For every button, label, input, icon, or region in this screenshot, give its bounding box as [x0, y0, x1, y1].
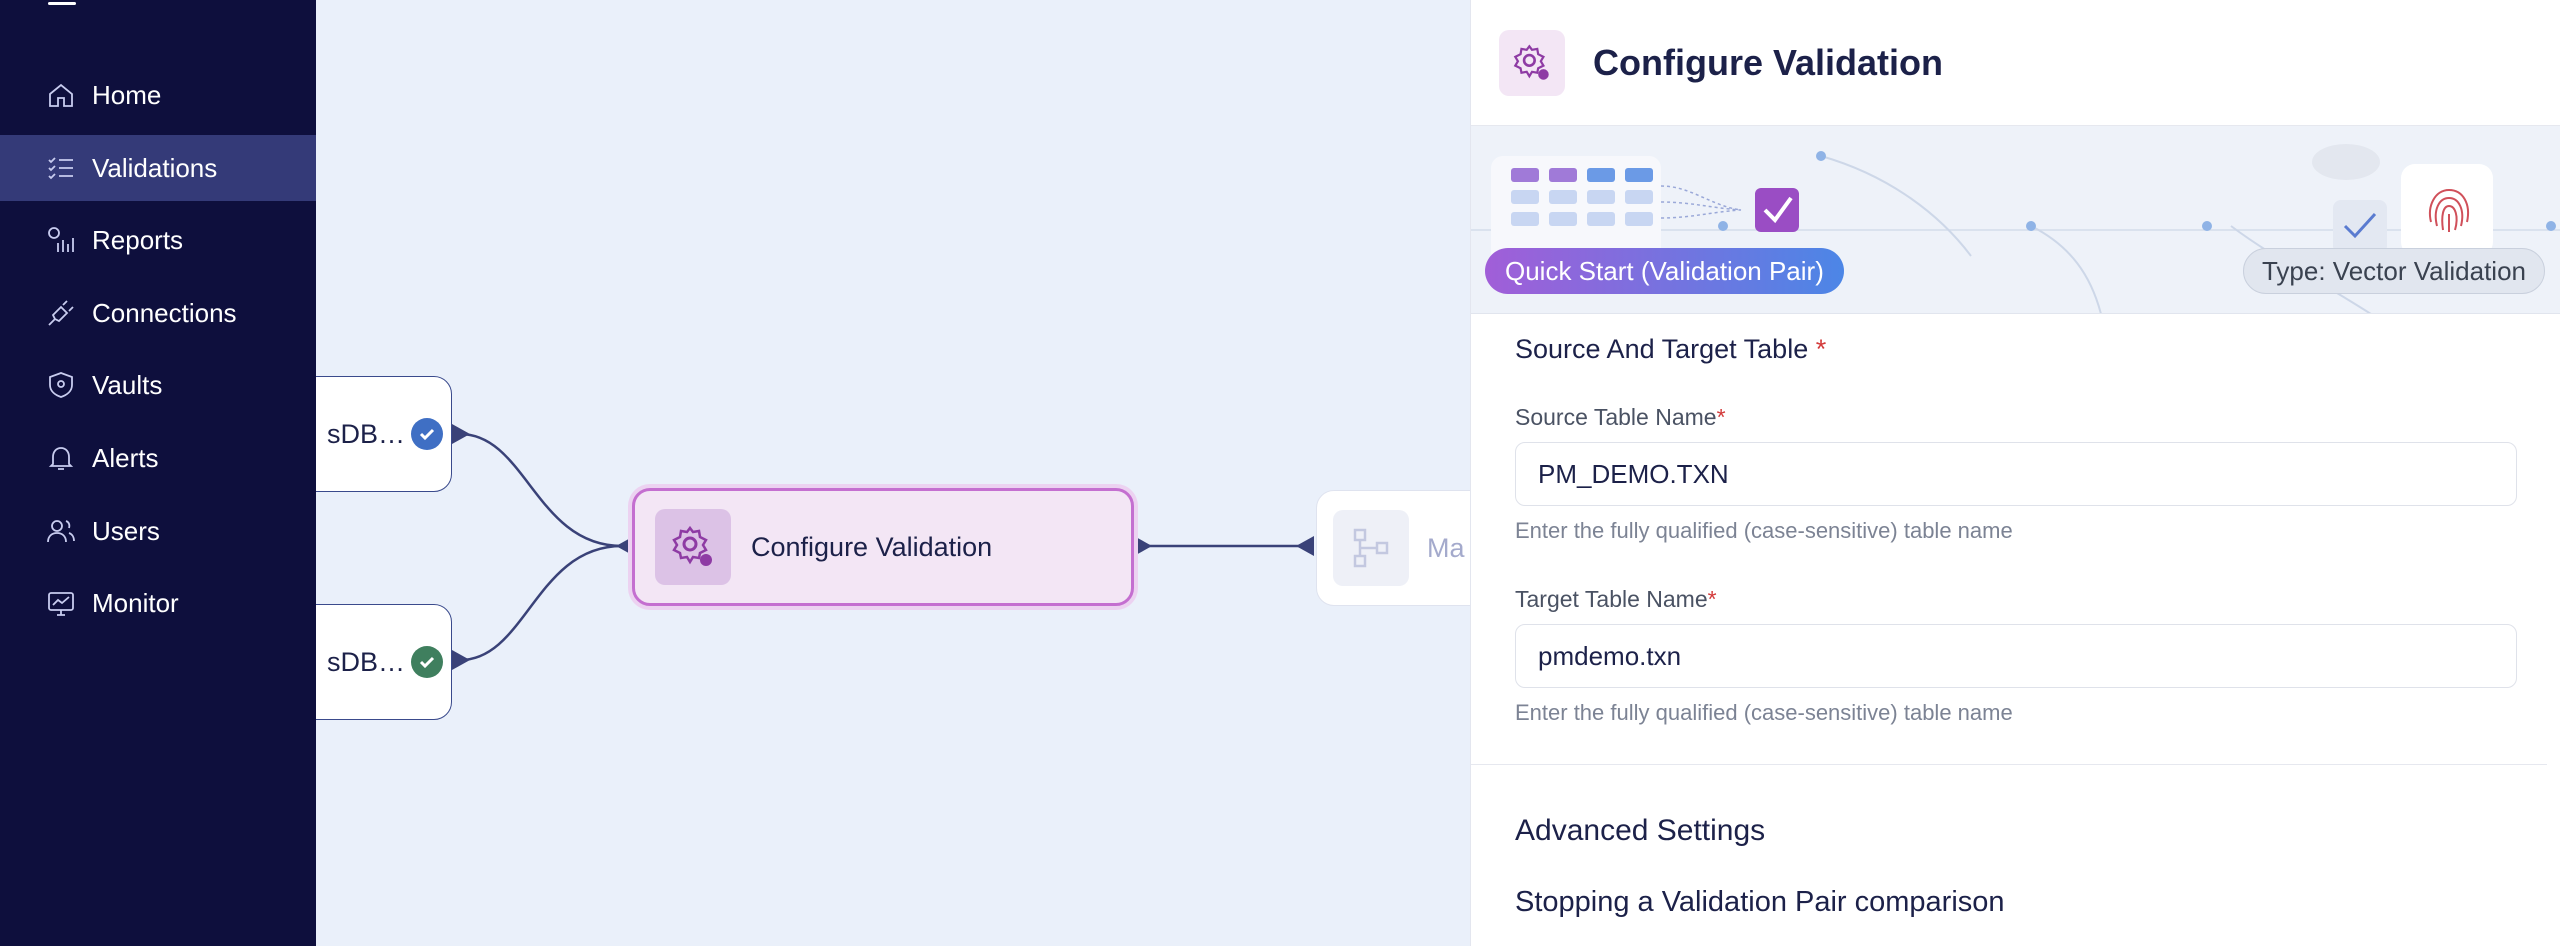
- sidebar-item-users[interactable]: Users: [0, 498, 316, 564]
- validation-type-pill: Type: Vector Validation: [2242, 248, 2545, 294]
- users-icon: [44, 514, 78, 548]
- bell-icon: [44, 441, 78, 475]
- sidebar-item-label: Home: [92, 79, 162, 110]
- reports-icon: [44, 223, 78, 257]
- sidebar-item-validations[interactable]: Validations: [0, 135, 316, 201]
- configure-panel: Configure Validation Quick Star: [1470, 0, 2560, 946]
- source-table-help: Enter the fully qualified (case-sensitiv…: [1515, 518, 2013, 543]
- mapping-node[interactable]: Ma: [1316, 490, 1470, 606]
- sidebar-item-label: Validations: [92, 152, 218, 183]
- target-table-label-text: Target Table Name: [1515, 586, 1708, 612]
- source-node-top[interactable]: sDB…: [316, 376, 452, 492]
- sidebar-item-label: Vaults: [92, 369, 163, 400]
- source-table-label: Source Table Name*: [1515, 404, 1726, 431]
- monitor-icon: [44, 586, 78, 620]
- divider: [1471, 764, 2547, 765]
- section-title-text: Source And Target Table: [1515, 334, 1809, 364]
- panel-title: Configure Validation: [1593, 41, 1944, 83]
- target-table-value: pmdemo.txn: [1538, 640, 1682, 671]
- hierarchy-icon: [1333, 510, 1409, 586]
- target-table-help: Enter the fully qualified (case-sensitiv…: [1515, 700, 2013, 725]
- required-mark: *: [1815, 334, 1827, 364]
- stopping-comparison-heading: Stopping a Validation Pair comparison: [1515, 886, 2005, 918]
- verified-check-icon: [411, 418, 444, 450]
- shield-icon: [44, 368, 78, 402]
- sidebar-item-monitor[interactable]: Monitor: [0, 570, 316, 636]
- validation-banner: Quick Start (Validation Pair) Type: Vect…: [1471, 126, 2560, 314]
- source-table-label-text: Source Table Name: [1515, 404, 1717, 430]
- required-mark: *: [1707, 586, 1717, 612]
- success-check-icon: [411, 646, 444, 678]
- checklist-icon: [44, 151, 78, 185]
- section-title: Source And Target Table *: [1515, 334, 1826, 365]
- node-label: sDB…: [327, 418, 406, 449]
- node-label: Ma: [1427, 532, 1465, 563]
- sidebar-item-label: Reports: [92, 224, 184, 255]
- sidebar-item-label: Users: [92, 515, 160, 546]
- sidebar: Home Validations Reports Connections Vau…: [0, 0, 316, 946]
- sidebar-item-label: Connections: [92, 297, 237, 328]
- source-node-bottom[interactable]: sDB…: [316, 604, 452, 720]
- quick-start-pill: Quick Start (Validation Pair): [1485, 248, 1844, 294]
- workflow-edges: [452, 424, 1314, 670]
- panel-header: Configure Validation: [1471, 0, 2560, 126]
- source-table-value: PM_DEMO.TXN: [1538, 458, 1729, 489]
- sidebar-item-connections[interactable]: Connections: [0, 280, 316, 346]
- menu-icon[interactable]: [48, 0, 76, 8]
- sidebar-item-alerts[interactable]: Alerts: [0, 425, 316, 491]
- gear-icon: [655, 509, 731, 585]
- sidebar-item-label: Alerts: [92, 442, 159, 473]
- sidebar-item-vaults[interactable]: Vaults: [0, 352, 316, 418]
- sidebar-item-reports[interactable]: Reports: [0, 207, 316, 273]
- target-table-label: Target Table Name*: [1515, 586, 1717, 613]
- sidebar-item-label: Monitor: [92, 587, 179, 618]
- gear-icon: [1499, 29, 1565, 96]
- required-mark: *: [1716, 404, 1726, 430]
- target-table-input[interactable]: pmdemo.txn: [1515, 624, 2517, 688]
- node-label: sDB…: [327, 646, 406, 677]
- workflow-canvas[interactable]: sDB… sDB… Configure Validation Ma: [316, 0, 1470, 946]
- plug-icon: [44, 296, 78, 330]
- advanced-settings-heading[interactable]: Advanced Settings: [1515, 814, 1766, 847]
- sidebar-item-home[interactable]: Home: [0, 62, 316, 128]
- home-icon: [44, 78, 78, 112]
- banner-illustration: [1471, 144, 2560, 313]
- node-label: Configure Validation: [751, 531, 993, 562]
- configure-validation-node[interactable]: Configure Validation: [632, 488, 1134, 606]
- source-table-input[interactable]: PM_DEMO.TXN: [1515, 442, 2517, 506]
